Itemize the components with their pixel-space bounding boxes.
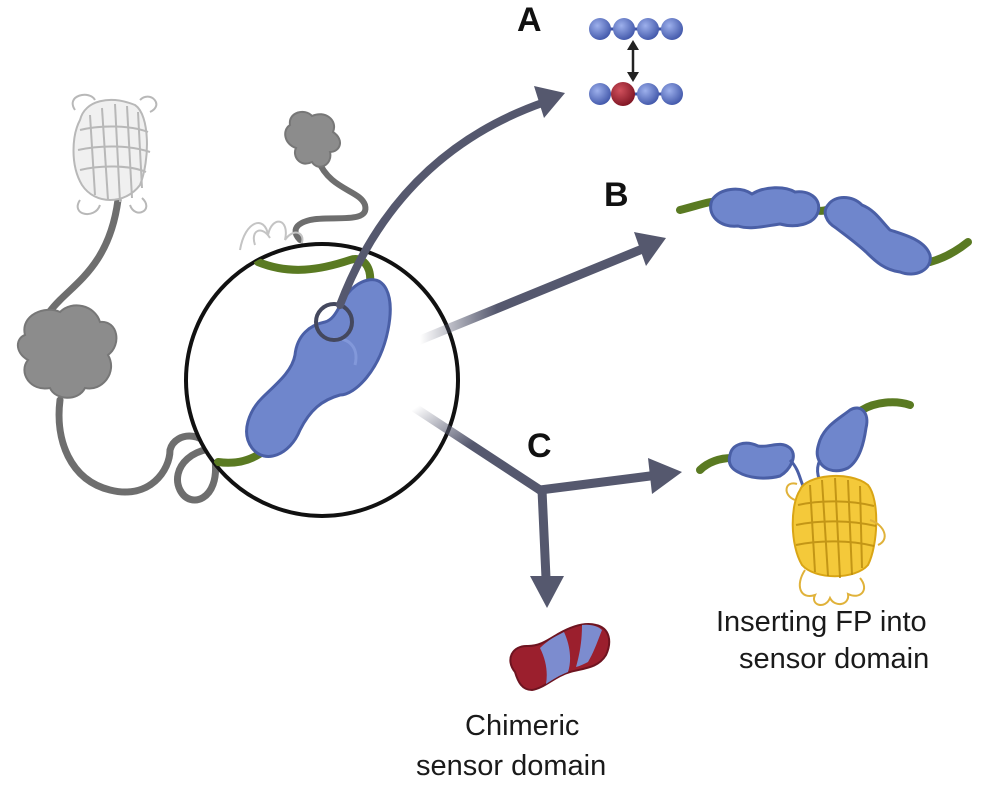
- c-domain-left: [727, 441, 795, 480]
- gray-domain-top: [284, 110, 341, 168]
- arrows: [336, 86, 682, 608]
- magnifier-circle-icon: [184, 242, 460, 518]
- c-linker-left: [696, 454, 736, 474]
- chimeric-stripe-2: [576, 624, 602, 667]
- caption-chimeric-line1: Chimeric: [465, 710, 579, 742]
- gray-backbone-lower: [55, 396, 244, 504]
- c-linker-right: [858, 398, 914, 414]
- b-domain-2: [823, 196, 932, 276]
- arrow-c-down: [537, 485, 551, 583]
- caption-chimeric-line2: sensor domain: [416, 750, 606, 782]
- mutant-bead-chain: [589, 82, 683, 106]
- sensor-domain-blue: [245, 278, 392, 458]
- c-domain-right: [815, 406, 869, 473]
- caption-fp-line2: sensor domain: [739, 643, 929, 675]
- b-domain-1: [709, 186, 821, 230]
- faded-loops: [239, 220, 304, 251]
- bead-chain-icon: [589, 18, 683, 40]
- chimeric-stripe-1: [540, 632, 571, 684]
- label-b: B: [604, 176, 629, 214]
- zoom-spot-icon: [314, 302, 354, 342]
- panel-b-tandem-domains: [676, 186, 972, 276]
- arrowhead-a: [534, 86, 565, 118]
- panel-c-chimeric-domain: [509, 623, 611, 692]
- gray-domain-left: [16, 304, 118, 399]
- arrowhead-c-right: [648, 458, 682, 494]
- arrow-to-c-trunk: [410, 403, 545, 495]
- mutated-residue: [611, 82, 635, 106]
- label-a: A: [517, 1, 542, 39]
- panel-a-bead-chains: [589, 18, 683, 106]
- arrow-c-right: [535, 471, 655, 495]
- green-linker-top: [254, 255, 375, 289]
- fp-barrel-yellow: [785, 474, 886, 606]
- arrow-to-a: [336, 98, 549, 309]
- full-length-protein: [16, 93, 369, 504]
- arrow-to-b: [415, 245, 645, 345]
- caption-fp-line1: Inserting FP into: [716, 606, 927, 638]
- faded-fp-barrel: [71, 93, 158, 215]
- arrowhead-c-down: [530, 576, 564, 608]
- label-c: C: [527, 427, 552, 465]
- gray-backbone-upper-right: [292, 157, 369, 243]
- double-arrow-icon: [627, 40, 639, 82]
- arrowhead-b: [634, 232, 666, 266]
- panel-c-fp-insertion: [696, 398, 914, 606]
